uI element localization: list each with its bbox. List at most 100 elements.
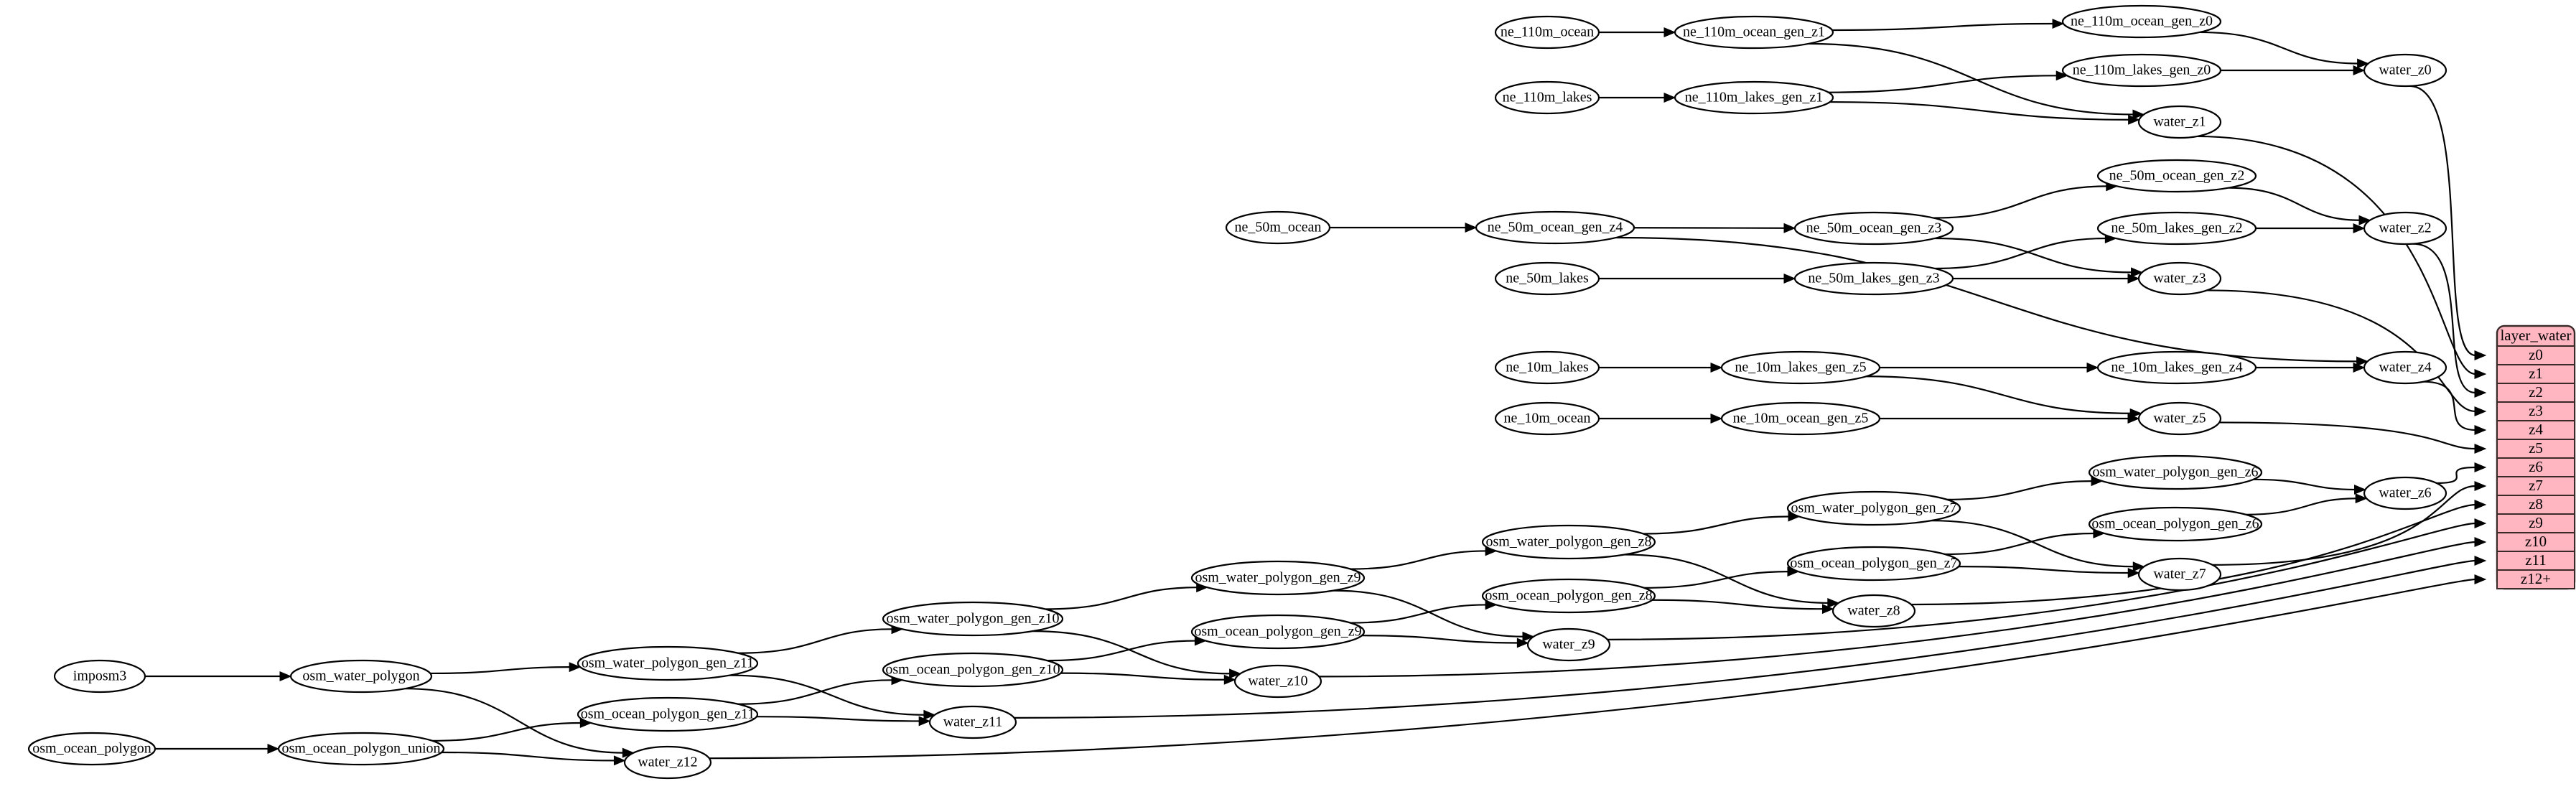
node-osm_ocean_polygon_gen_z11[interactable]: osm_ocean_polygon_gen_z11 [577,696,759,732]
layer-water-row-z7[interactable] [2496,476,2575,496]
node-osm_ocean_polygon_gen_z8[interactable]: osm_ocean_polygon_gen_z8 [1481,578,1656,614]
node-shape[interactable] [2096,159,2257,193]
node-water_z12[interactable]: water_z12 [623,745,712,780]
layer-water-row-z6[interactable] [2496,457,2575,477]
node-osm_ocean_polygon_union[interactable]: osm_ocean_polygon_union [277,732,445,766]
layer-water-row-z2[interactable] [2496,383,2575,403]
node-shape[interactable] [928,705,1017,739]
node-water_z2[interactable]: water_z2 [2363,211,2447,246]
node-shape[interactable] [1786,546,1961,582]
node-osm_water_polygon_gen_z6[interactable]: osm_water_polygon_gen_z6 [2088,454,2263,490]
node-shape[interactable] [1793,261,1954,296]
node-osm_ocean_polygon_gen_z10[interactable]: osm_ocean_polygon_gen_z10 [882,652,1064,688]
node-shape[interactable] [1494,80,1600,115]
node-osm_water_polygon_gen_z8[interactable]: osm_water_polygon_gen_z8 [1481,524,1656,560]
node-osm_ocean_polygon_gen_z9[interactable]: osm_ocean_polygon_gen_z9 [1190,614,1366,650]
node-shape[interactable] [1481,578,1656,614]
node-shape[interactable] [2363,476,2447,510]
node-shape[interactable] [1786,490,1961,526]
node-ne_50m_ocean_gen_z2[interactable]: ne_50m_ocean_gen_z2 [2096,159,2257,193]
node-shape[interactable] [2363,53,2447,88]
node-shape[interactable] [1526,627,1611,662]
node-shape[interactable] [2088,454,2263,490]
layer-water-row-z5[interactable] [2496,439,2575,459]
node-water_z7[interactable]: water_z7 [2137,557,2222,592]
layer-water-row-z11[interactable] [2496,551,2575,571]
node-shape[interactable] [2363,211,2447,246]
node-shape[interactable] [1793,211,1954,246]
node-ne_110m_ocean[interactable]: ne_110m_ocean [1494,15,1600,50]
node-water_z0[interactable]: water_z0 [2363,53,2447,88]
node-ne_10m_lakes[interactable]: ne_10m_lakes [1494,350,1600,385]
node-shape[interactable] [1190,560,1366,596]
layer-water-table[interactable]: layer_waterz0z1z2z3z4z5z6z7z8z9z10z11z12… [2496,325,2576,590]
node-shape[interactable] [1190,614,1366,650]
node-ne_50m_ocean_gen_z3[interactable]: ne_50m_ocean_gen_z3 [1793,211,1954,246]
node-ne_50m_ocean_gen_z4[interactable]: ne_50m_ocean_gen_z4 [1475,210,1635,245]
node-shape[interactable] [2137,261,2222,296]
node-shape[interactable] [882,601,1064,637]
node-water_z1[interactable]: water_z1 [2137,105,2222,139]
node-osm_water_polygon[interactable]: osm_water_polygon [289,659,433,694]
node-shape[interactable] [2137,557,2222,592]
node-shape[interactable] [2363,350,2447,385]
node-ne_10m_lakes_gen_z4[interactable]: ne_10m_lakes_gen_z4 [2096,350,2257,385]
node-water_z6[interactable]: water_z6 [2363,476,2447,510]
node-shape[interactable] [1674,15,1834,50]
node-shape[interactable] [623,745,712,780]
layer-water-row-z0[interactable] [2496,345,2575,365]
node-ne_110m_ocean_gen_z1[interactable]: ne_110m_ocean_gen_z1 [1674,15,1834,50]
node-shape[interactable] [1225,210,1331,245]
node-water_z5[interactable]: water_z5 [2137,401,2222,436]
node-ne_50m_lakes_gen_z3[interactable]: ne_50m_lakes_gen_z3 [1793,261,1954,296]
node-osm_water_polygon_gen_z11[interactable]: osm_water_polygon_gen_z11 [577,645,759,681]
node-ne_50m_lakes_gen_z2[interactable]: ne_50m_lakes_gen_z2 [2096,211,2257,246]
layer-water-row-z10[interactable] [2496,532,2575,552]
node-water_z8[interactable]: water_z8 [1831,594,1916,628]
node-osm_water_polygon_gen_z7[interactable]: osm_water_polygon_gen_z7 [1786,490,1961,526]
node-osm_ocean_polygon[interactable]: osm_ocean_polygon [27,732,157,766]
node-osm_ocean_polygon_gen_z7[interactable]: osm_ocean_polygon_gen_z7 [1786,546,1961,582]
node-shape[interactable] [1674,80,1834,115]
node-ne_10m_lakes_gen_z5[interactable]: ne_10m_lakes_gen_z5 [1720,350,1881,385]
layer-water-row-z1[interactable] [2496,364,2575,384]
node-ne_50m_lakes[interactable]: ne_50m_lakes [1494,261,1600,296]
node-osm_water_polygon_gen_z10[interactable]: osm_water_polygon_gen_z10 [882,601,1064,637]
node-shape[interactable] [2061,53,2222,88]
node-shape[interactable] [2061,4,2222,39]
node-water_z4[interactable]: water_z4 [2363,350,2447,385]
node-water_z9[interactable]: water_z9 [1526,627,1611,662]
node-shape[interactable] [577,645,759,681]
node-shape[interactable] [53,659,146,694]
node-osm_ocean_polygon_gen_z6[interactable]: osm_ocean_polygon_gen_z6 [2088,506,2263,542]
node-shape[interactable] [2096,350,2257,385]
node-water_z3[interactable]: water_z3 [2137,261,2222,296]
node-shape[interactable] [2137,401,2222,436]
node-ne_110m_lakes[interactable]: ne_110m_lakes [1494,80,1600,115]
node-shape[interactable] [277,732,445,766]
node-shape[interactable] [1831,594,1916,628]
node-ne_110m_lakes_gen_z1[interactable]: ne_110m_lakes_gen_z1 [1674,80,1834,115]
layer-water-row-z3[interactable] [2496,401,2575,421]
layer-water-row-z9[interactable] [2496,513,2575,533]
layer-water-row-z8[interactable] [2496,495,2575,515]
node-imposm3[interactable]: imposm3 [53,659,146,694]
node-shape[interactable] [2137,105,2222,139]
node-ne_10m_ocean_gen_z5[interactable]: ne_10m_ocean_gen_z5 [1720,401,1881,436]
node-shape[interactable] [2096,211,2257,246]
node-shape[interactable] [882,652,1064,688]
node-shape[interactable] [1494,261,1600,296]
node-shape[interactable] [1475,210,1635,245]
node-shape[interactable] [1720,401,1881,436]
node-shape[interactable] [1494,15,1600,50]
node-shape[interactable] [1494,401,1600,436]
node-shape[interactable] [577,696,759,732]
layer-water-row-z12plus[interactable] [2496,569,2575,589]
layer-water-row-z4[interactable] [2496,420,2575,440]
node-ne_10m_ocean[interactable]: ne_10m_ocean [1494,401,1600,436]
node-shape[interactable] [1481,524,1656,560]
node-water_z11[interactable]: water_z11 [928,705,1017,739]
node-ne_50m_ocean[interactable]: ne_50m_ocean [1225,210,1331,245]
node-shape[interactable] [1494,350,1600,385]
node-shape[interactable] [27,732,157,766]
